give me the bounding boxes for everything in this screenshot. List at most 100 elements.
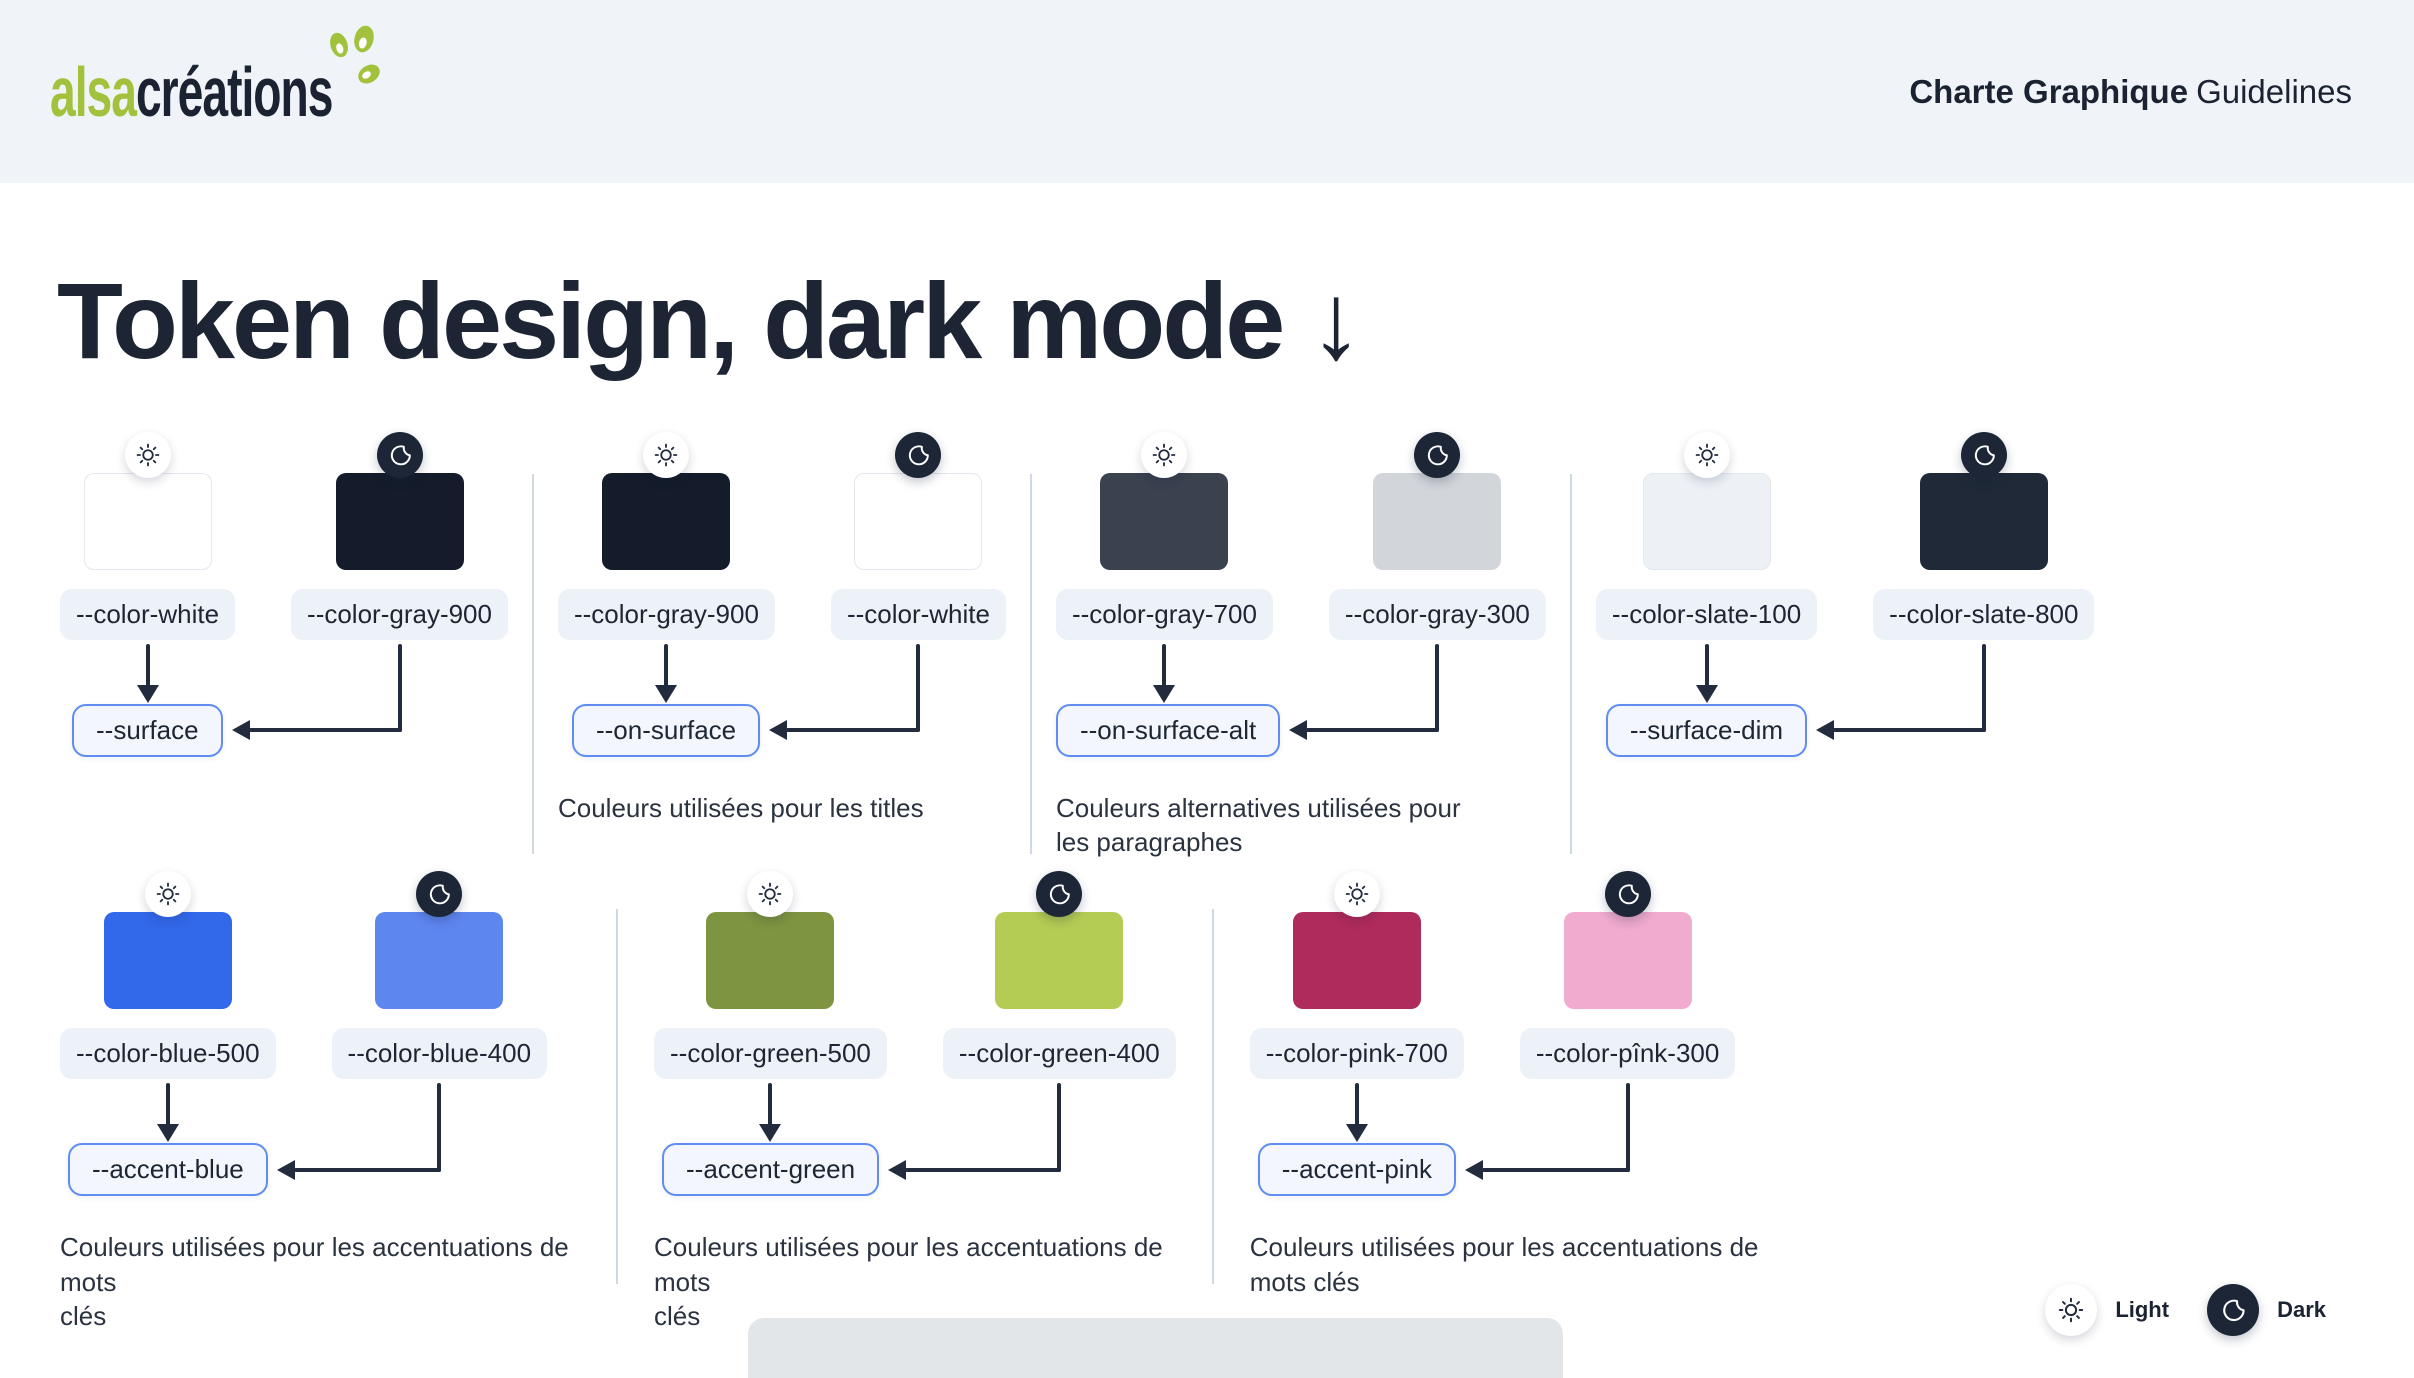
group-caption: Couleurs utilisées pour les accentuation… — [1249, 1232, 1759, 1297]
logo-part-creations: créations — [135, 52, 334, 131]
token-group-surface-dim: --color-slate-100 --color-slate-800 --su… — [1595, 431, 2095, 791]
color-swatch-dark — [375, 912, 504, 1010]
sun-icon — [144, 871, 191, 918]
arrow-line-vertical — [437, 1083, 442, 1172]
dark-token-col: --color-gray-300 — [1328, 431, 1546, 640]
arrow-head-left — [769, 720, 788, 741]
vertical-divider — [1569, 473, 1572, 854]
color-swatch-light — [706, 912, 835, 1010]
theme-dark-button[interactable]: Dark — [2207, 1284, 2326, 1336]
arrow-line-vertical — [916, 643, 921, 733]
group-caption: Couleurs alternatives utilisées pour les… — [1055, 792, 1461, 857]
token-pill-light: --color-blue-500 — [60, 1028, 276, 1080]
light-token-col: --color-gray-900 — [557, 431, 775, 640]
color-swatch-dark — [1563, 912, 1692, 1010]
token-pill-light: --color-gray-900 — [557, 588, 775, 640]
token-pair: --color-slate-100 --color-slate-800 — [1595, 431, 2095, 640]
token-pair: --color-gray-900 --color-white — [557, 431, 1006, 640]
token-pair: --color-white --color-gray-900 — [60, 431, 508, 640]
arrow-head-left — [888, 1159, 907, 1180]
vertical-divider — [1211, 909, 1214, 1285]
arrow-line-down — [664, 643, 669, 688]
dark-label: Dark — [2277, 1297, 2326, 1322]
sun-icon — [747, 871, 794, 918]
arrow-line-vertical — [1435, 643, 1440, 733]
arrow-line-down — [1162, 643, 1167, 688]
logo-part-alsa: alsa — [50, 52, 137, 131]
color-swatch-light — [1292, 912, 1421, 1010]
document-title-bold: Charte Graphique — [1909, 72, 2189, 110]
dark-token-col: --color-green-400 — [942, 871, 1176, 1080]
theme-toggle: Light Dark — [2045, 1284, 2326, 1336]
arrow-head-left — [231, 720, 250, 741]
logo[interactable]: alsacréations — [50, 47, 333, 137]
light-token-col: --color-white — [60, 431, 236, 640]
light-token-col: --color-gray-700 — [1055, 431, 1273, 640]
arrow-line-vertical — [1981, 643, 1986, 733]
result-zone: --accent-green — [654, 1079, 1176, 1197]
token-row-surfaces: --color-white --color-gray-900 --surface — [60, 431, 2414, 860]
arrow-head-down — [1695, 684, 1718, 703]
sun-icon — [124, 431, 171, 478]
color-swatch-dark — [995, 912, 1124, 1010]
arrow-head-down — [1153, 684, 1176, 703]
light-token-col: --color-slate-100 — [1595, 431, 1818, 640]
group-caption: Couleurs utilisées pour les titles — [557, 792, 924, 823]
token-pill-light: --color-green-500 — [654, 1028, 887, 1080]
color-swatch-light — [83, 472, 212, 570]
arrow-head-down — [136, 684, 159, 703]
sun-icon — [643, 431, 690, 478]
color-swatch-light — [103, 912, 232, 1010]
result-token-pill: --surface — [72, 703, 223, 757]
token-group-on-surface: --color-gray-900 --color-white --on-surf… — [557, 431, 1006, 825]
arrow-line-down — [1354, 1083, 1359, 1128]
arrow-head-down — [759, 1124, 782, 1143]
arrow-line-down — [165, 1083, 170, 1128]
token-row-accents: --color-blue-500 --color-blue-400 --acce… — [60, 871, 2414, 1333]
logo-leaves-icon — [330, 25, 380, 84]
token-pair: --color-pink-700 --color-pînk-300 — [1249, 871, 1759, 1080]
result-token-pill: --accent-pink — [1257, 1143, 1457, 1197]
color-swatch-dark — [854, 472, 983, 570]
moon-icon — [1414, 431, 1461, 478]
result-zone: --on-surface — [558, 640, 1006, 757]
sun-icon[interactable] — [2045, 1284, 2098, 1336]
result-zone: --accent-pink — [1250, 1079, 1759, 1197]
light-token-col: --color-blue-500 — [60, 871, 276, 1080]
document-title-light: Guidelines — [2196, 72, 2352, 110]
arrow-line-horizontal — [905, 1167, 1062, 1172]
token-pill-dark: --color-gray-300 — [1328, 588, 1546, 640]
arrow-line-down — [768, 1083, 773, 1128]
result-token-pill: --accent-blue — [68, 1143, 268, 1197]
group-caption: Couleurs utilisées pour les accentuation… — [60, 1232, 569, 1331]
token-pill-light: --color-gray-700 — [1055, 588, 1273, 640]
vertical-divider — [531, 473, 534, 854]
moon-icon[interactable] — [2207, 1284, 2260, 1336]
dark-token-col: --color-blue-400 — [331, 871, 548, 1080]
token-group-on-surface-alt: --color-gray-700 --color-gray-300 --on-s… — [1055, 431, 1546, 860]
theme-light-button[interactable]: Light — [2045, 1284, 2169, 1336]
result-zone: --accent-blue — [60, 1079, 580, 1197]
moon-icon — [1604, 871, 1651, 918]
token-pill-dark: --color-gray-900 — [291, 588, 508, 640]
color-swatch-light — [1642, 472, 1771, 570]
token-pill-light: --color-white — [60, 588, 236, 640]
result-token-pill: --surface-dim — [1605, 703, 1808, 757]
token-pill-dark: --color-slate-800 — [1873, 588, 2095, 640]
arrow-line-horizontal — [293, 1167, 442, 1172]
moon-icon — [376, 431, 423, 478]
arrow-line-horizontal — [1306, 728, 1440, 733]
color-swatch-dark — [1919, 472, 2048, 570]
result-token-pill: --on-surface-alt — [1055, 703, 1281, 757]
arrow-line-down — [145, 643, 150, 688]
moon-icon — [416, 871, 463, 918]
group-caption: Couleurs utilisées pour les accentuation… — [654, 1232, 1163, 1331]
arrow-line-vertical — [1625, 1083, 1630, 1172]
dark-token-col: --color-white — [830, 431, 1006, 640]
next-section-peek-bar — [748, 1318, 1563, 1378]
token-pill-dark: --color-green-400 — [942, 1028, 1176, 1080]
token-pill-dark: --color-pînk-300 — [1519, 1028, 1736, 1080]
result-token-pill: --on-surface — [571, 703, 761, 757]
